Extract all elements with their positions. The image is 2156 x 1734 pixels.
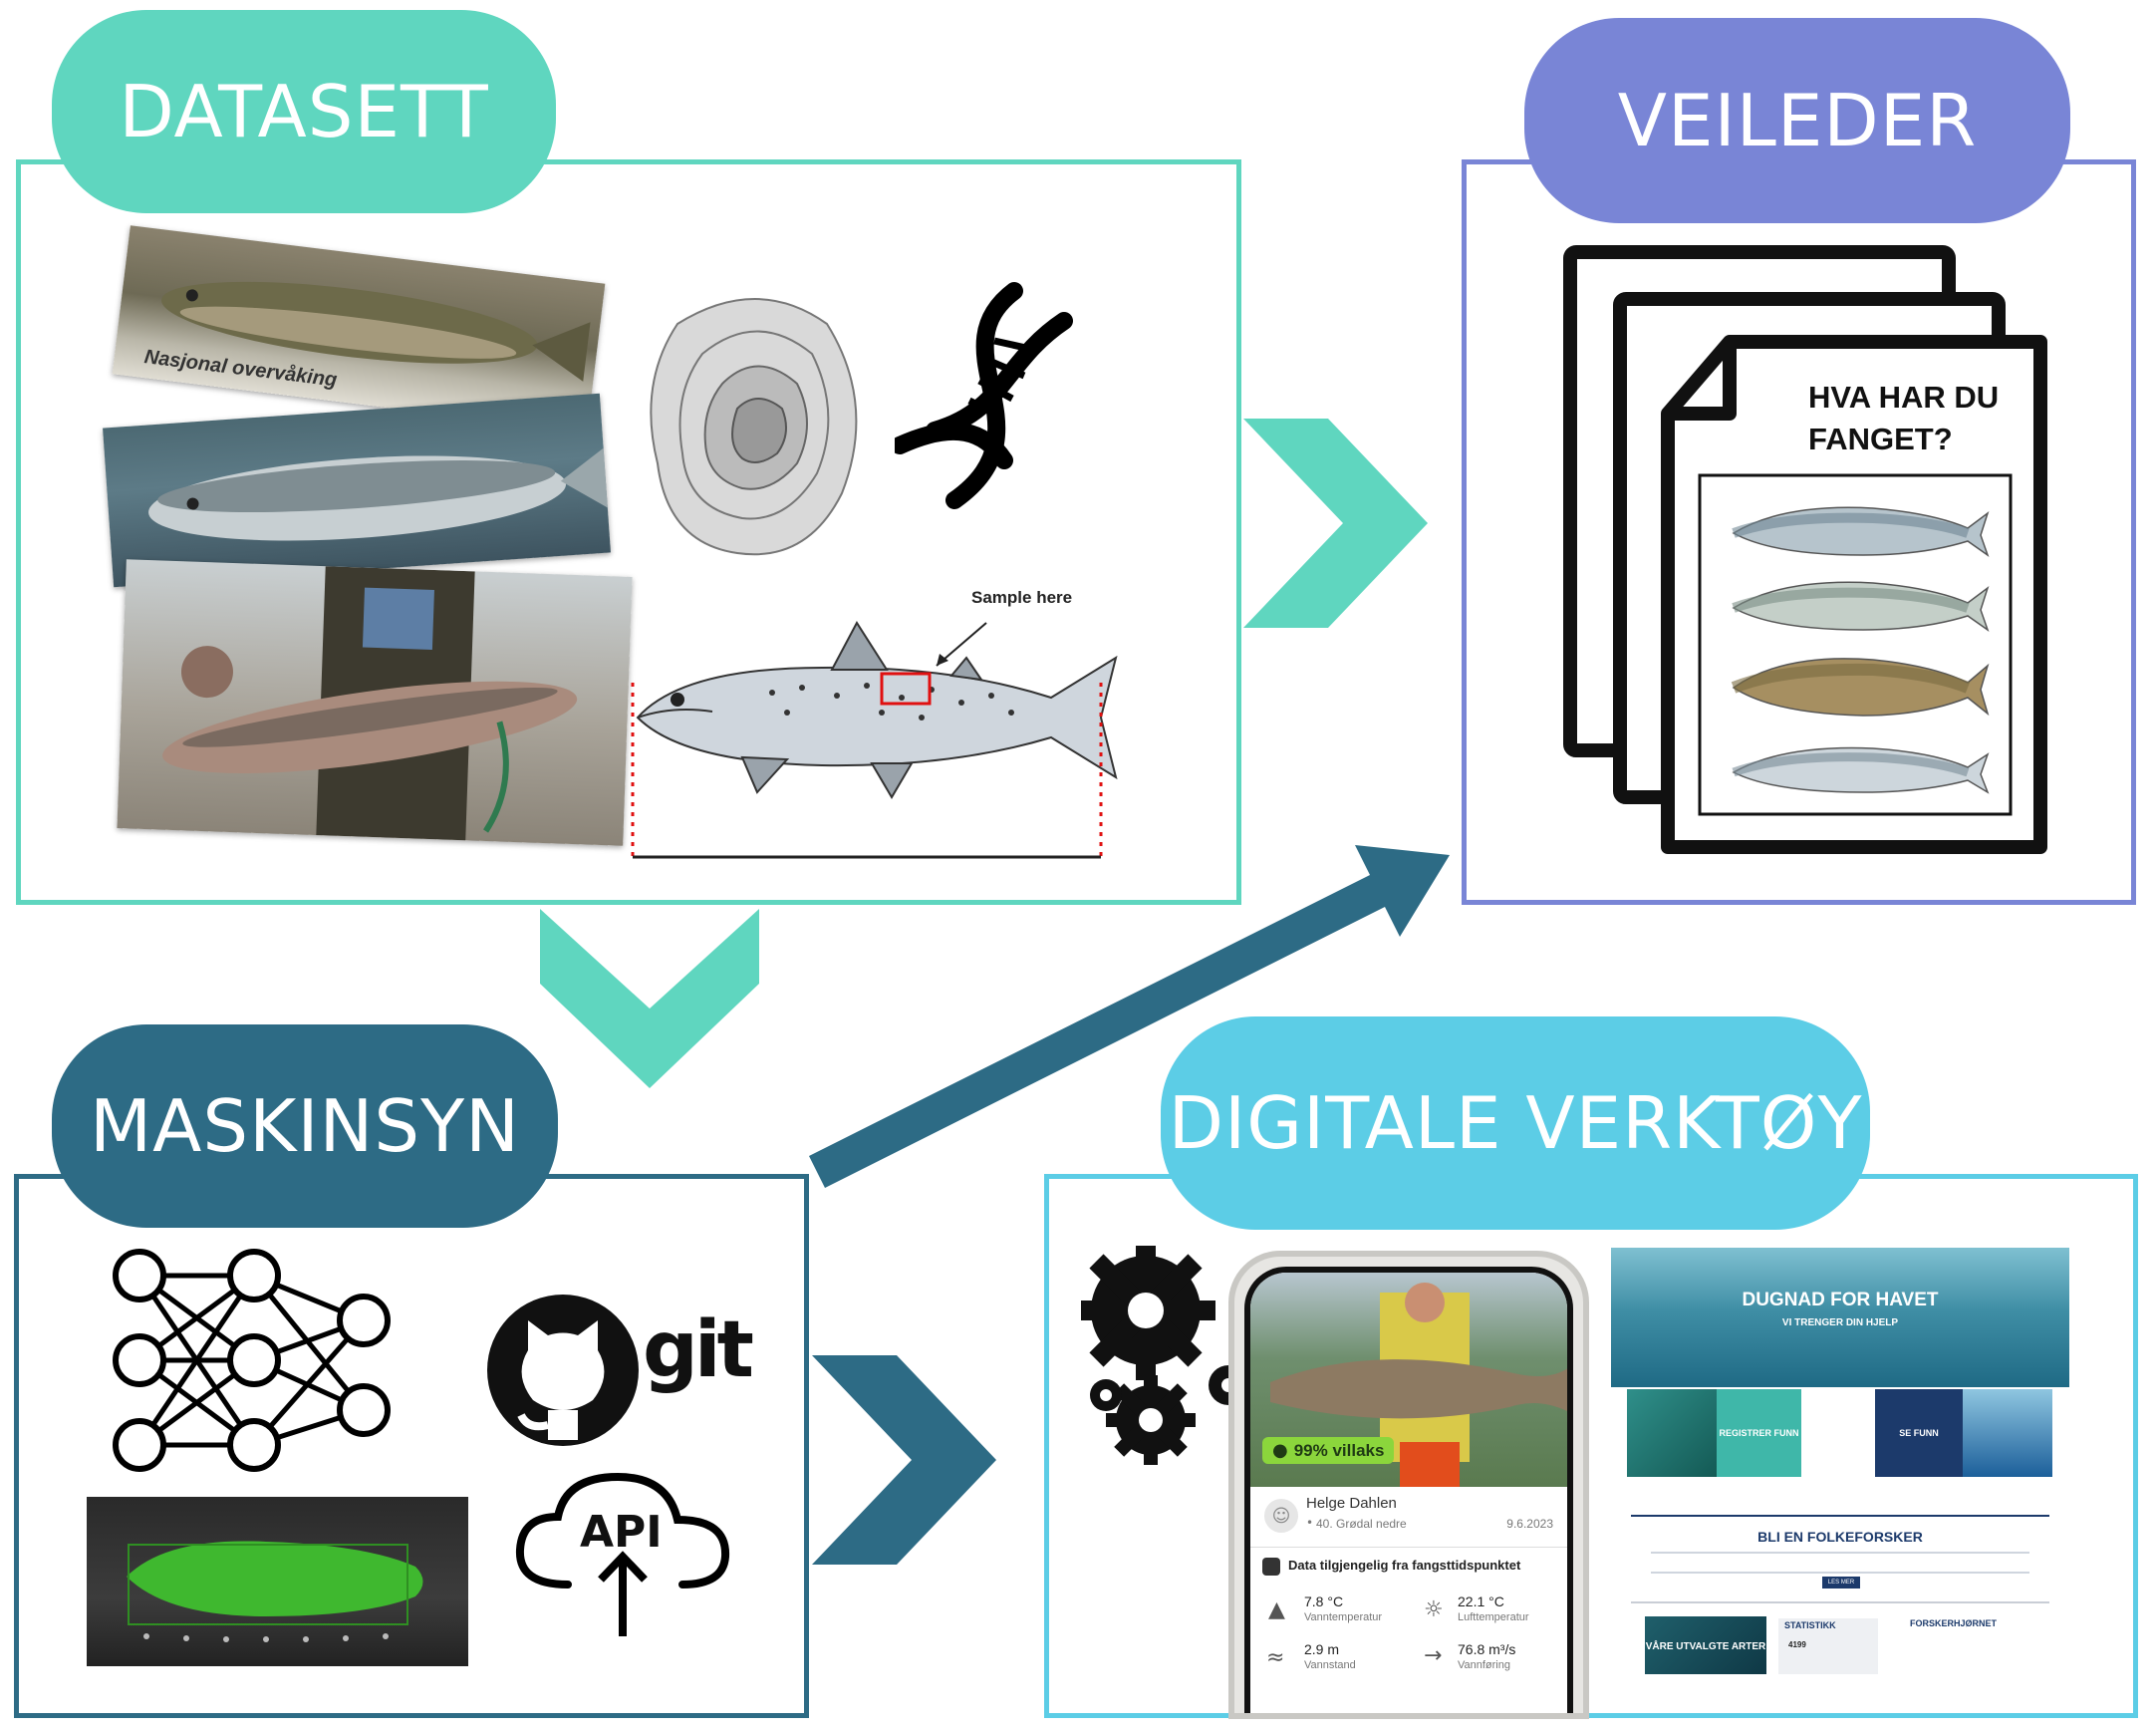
dna-icon	[891, 281, 1094, 510]
veileder-title: VEILEDER	[1524, 18, 2070, 223]
gears-icon	[1076, 1241, 1260, 1465]
register-button[interactable]: REGISTRER FUNN	[1717, 1389, 1801, 1477]
see-finds-button[interactable]: SE FUNN	[1875, 1389, 1963, 1477]
divider	[1631, 1515, 2049, 1517]
villaks-badge: ● 99% villaks	[1262, 1437, 1395, 1464]
website-hero: DUGNAD FOR HAVET VI TRENGER DIN HJELP	[1611, 1248, 2069, 1387]
guide-title: HVA HAR DU FANGET?	[1808, 380, 2000, 456]
website-mockup: DUGNAD FOR HAVET VI TRENGER DIN HJELP RE…	[1611, 1248, 2069, 1674]
data-icon	[1262, 1558, 1280, 1576]
machine-vision-image	[87, 1497, 468, 1666]
stat-cell: ≈ 2.9 m Vannstand	[1264, 1641, 1414, 1681]
arrow-maskinsyn-to-veileder	[797, 837, 1465, 1196]
git-label: git	[643, 1305, 754, 1395]
stat-label: Lufttemperatur	[1458, 1611, 1529, 1623]
stat-cell: ▲ 7.8 °C Vanntemperatur	[1264, 1593, 1414, 1633]
stat-label: Vannføring	[1458, 1659, 1510, 1671]
waves-icon: ≈	[1266, 1645, 1285, 1670]
api-label: API	[580, 1507, 663, 1558]
fish-measurement-illustration	[623, 588, 1126, 867]
phone-mockup: ● 99% villaks ☺ Helge Dahlen 40. Grødal …	[1228, 1251, 1589, 1719]
divider	[1631, 1601, 2049, 1603]
avatar: ☺	[1264, 1499, 1298, 1533]
arrow-right-icon: →	[1424, 1643, 1443, 1668]
photo-fish-on-board: Nasjonal overvåking	[112, 225, 606, 433]
github-icon	[483, 1291, 643, 1450]
fish-badge-icon: ●	[1272, 1440, 1288, 1461]
stat-cell: ☼ 22.1 °C Lufttemperatur	[1420, 1593, 1567, 1633]
fish-scale-image	[638, 284, 877, 568]
digitale-title: DIGITALE VERKTØY	[1161, 1016, 1870, 1230]
stat-label: Vanntemperatur	[1304, 1611, 1383, 1623]
sun-thermometer-icon: ☼	[1424, 1597, 1444, 1622]
photo-salmon-silver	[103, 393, 611, 588]
catch-location: 40. Grødal nedre	[1316, 1517, 1407, 1531]
maskinsyn-title: MASKINSYN	[52, 1024, 558, 1228]
location-pin-icon: •	[1306, 1516, 1314, 1530]
user-name: Helge Dahlen	[1306, 1495, 1397, 1512]
chevron-right-icon-2	[812, 1355, 996, 1565]
data-heading: Data tilgjengelig fra fangsttidspunktet	[1288, 1558, 1521, 1573]
read-more-button[interactable]: LES MER	[1822, 1577, 1860, 1589]
hero-title: DUGNAD FOR HAVET	[1742, 1290, 1939, 1310]
register-tile-image	[1627, 1389, 1717, 1477]
research-title: FORSKERHJØRNET	[1910, 1618, 1998, 1628]
data-heading-row: Data tilgjengelig fra fangsttidspunktet	[1250, 1552, 1567, 1586]
stats-value: 4199	[1788, 1640, 1806, 1649]
species-card[interactable]: VÅRE UTVALGTE ARTER	[1645, 1616, 1766, 1674]
stat-cell: → 76.8 m³/s Vannføring	[1420, 1641, 1567, 1681]
datasett-title: DATASETT	[52, 10, 556, 213]
sample-here-label: Sample here	[971, 588, 1073, 607]
stat-label: Vannstand	[1304, 1659, 1356, 1671]
see-tile-image	[1963, 1389, 2052, 1477]
stat-value: 76.8 m³/s	[1458, 1641, 1516, 1657]
chevron-right-icon	[1243, 419, 1433, 628]
hero-subtitle: VI TRENGER DIN HJELP	[1781, 1317, 1899, 1328]
guide-fish-illustrations	[1724, 493, 1993, 802]
phone-user-card: ☺ Helge Dahlen 40. Grødal nedre • 9.6.20…	[1250, 1487, 1567, 1548]
stat-value: 22.1 °C	[1458, 1593, 1504, 1609]
stat-value: 7.8 °C	[1304, 1593, 1344, 1609]
catch-date: 9.6.2023	[1506, 1517, 1553, 1531]
photo-man-holding-salmon	[117, 559, 633, 846]
stat-value: 2.9 m	[1304, 1641, 1340, 1657]
text-lines	[1651, 1552, 2029, 1574]
neural-network-icon	[110, 1246, 399, 1475]
stats-card: STATISTIKK 4199	[1778, 1618, 1878, 1674]
api-cloud-icon	[508, 1465, 737, 1639]
villaks-badge-text: 99% villaks	[1293, 1440, 1385, 1460]
section-title: BLI EN FOLKEFORSKER	[1757, 1529, 1923, 1545]
stats-title: STATISTIKK	[1784, 1620, 1836, 1630]
chevron-down-icon	[540, 909, 759, 1088]
thermometer-icon: ▲	[1268, 1597, 1285, 1622]
phone-catch-photo: ● 99% villaks	[1250, 1273, 1567, 1487]
